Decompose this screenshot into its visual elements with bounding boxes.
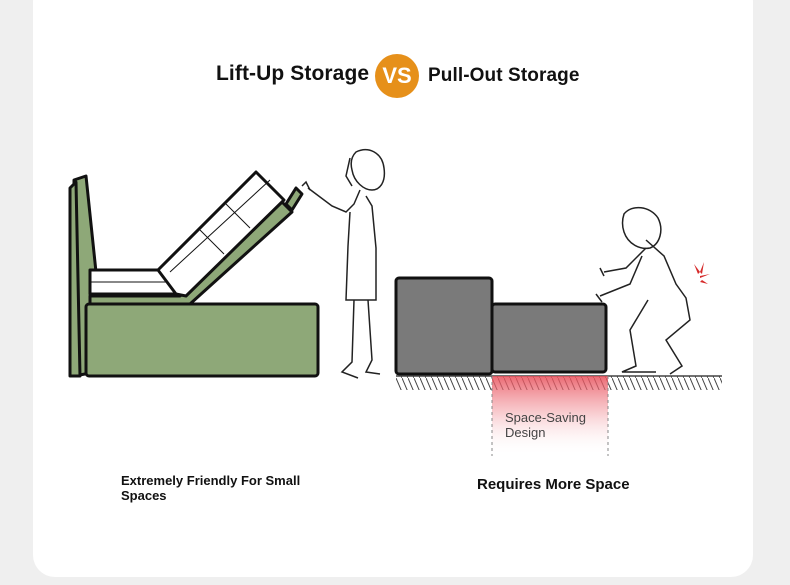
crouching-person-figure <box>595 206 691 375</box>
right-caption: Requires More Space <box>477 476 630 493</box>
standing-person-figure <box>301 148 386 379</box>
vs-badge: VS <box>375 54 419 98</box>
lift-up-sofa-illustration <box>68 170 320 378</box>
left-caption: Extremely Friendly For Small Spaces <box>121 473 301 503</box>
alert-marks-icon <box>694 262 710 284</box>
space-highlight-zone <box>492 376 608 456</box>
lift-up-storage-title: Lift-Up Storage <box>216 62 370 85</box>
space-saving-design-label: Space-Saving Design <box>505 410 586 440</box>
pull-out-storage-title: Pull-Out Storage <box>428 65 580 86</box>
pull-out-sofa-illustration <box>394 276 608 376</box>
